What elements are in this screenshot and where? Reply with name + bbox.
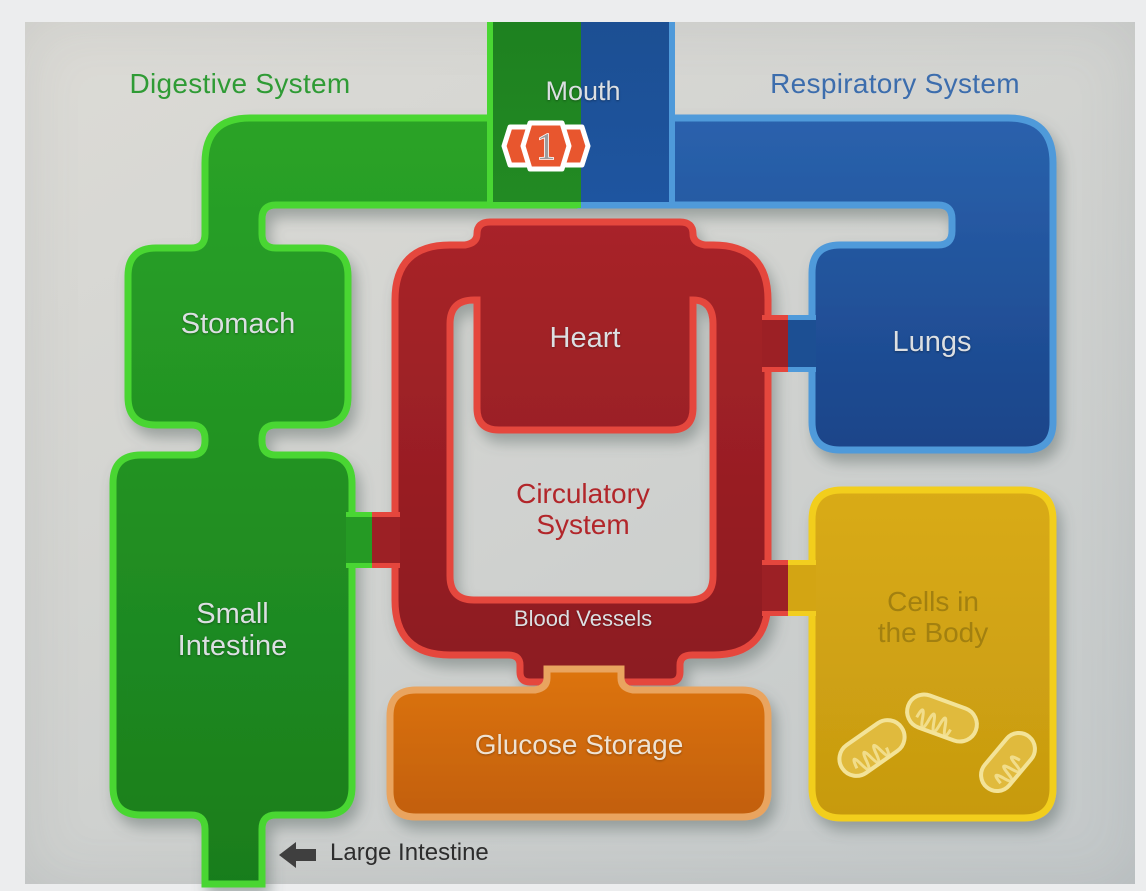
large-intestine-arrow-icon — [279, 841, 321, 869]
mitochondria-icon — [837, 692, 1037, 794]
mouth-pipe-green-half — [487, 22, 581, 208]
lungs-label: Lungs — [892, 326, 972, 358]
small-intestine-label: Small Intestine — [177, 598, 288, 663]
step-number: 1 — [537, 126, 556, 168]
digestive-system-title: Digestive System — [129, 68, 351, 99]
connector-intestine-to-loop — [346, 512, 400, 568]
mouth-pipe-blue-half — [581, 22, 675, 208]
pipe-respiratory — [577, 114, 1057, 454]
respiratory-system-title: Respiratory System — [770, 68, 1020, 99]
connector-loop-to-cells — [762, 560, 816, 616]
mouth-label: Mouth — [545, 76, 621, 106]
stomach-label: Stomach — [180, 308, 296, 340]
large-intestine-label: Large Intestine — [330, 839, 489, 866]
step-badge[interactable]: 1 — [490, 114, 602, 178]
connector-loop-to-lungs — [762, 315, 816, 372]
glucose-storage-label: Glucose Storage — [474, 729, 684, 760]
blood-vessels-label: Blood Vessels — [513, 606, 653, 631]
cells-in-body-label: Cells in the Body — [877, 586, 989, 649]
heart-label: Heart — [549, 322, 621, 354]
loop-circulatory — [391, 218, 772, 686]
circulatory-system-title: Circulatory System — [516, 478, 650, 541]
pipe-digestive — [109, 114, 585, 888]
box-glucose-storage — [386, 665, 772, 821]
